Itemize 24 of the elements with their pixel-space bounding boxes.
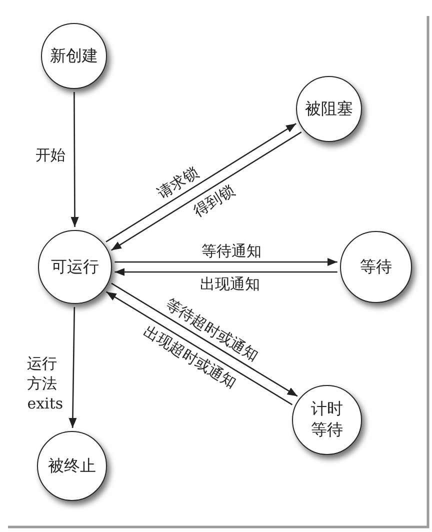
arrow (114, 268, 338, 276)
state-circle (296, 76, 362, 142)
state-circle (38, 230, 112, 304)
arrow (111, 282, 298, 397)
state-circle (41, 23, 107, 89)
arrow (68, 306, 77, 428)
state-circle (37, 431, 107, 501)
edge-label: 开始 (35, 145, 66, 166)
arrow (110, 132, 302, 251)
arrow (106, 291, 293, 406)
state-label: 被阻塞 (305, 98, 353, 120)
arrow (106, 123, 296, 242)
state-label: 可运行 (51, 256, 99, 278)
arrow (114, 258, 338, 266)
state-label: 等待 (360, 256, 392, 278)
state-label: 新创建 (50, 46, 98, 66)
edge-label: 运行方法 exits (27, 354, 64, 414)
edge-label: 等待通知 (202, 240, 262, 262)
edge-label: 出现通知 (200, 274, 260, 294)
state-label: 计时等待 (310, 399, 344, 441)
arrow (70, 92, 79, 227)
state-label: 被终止 (48, 456, 96, 476)
state-circle (340, 231, 412, 303)
state-circle (292, 385, 362, 455)
